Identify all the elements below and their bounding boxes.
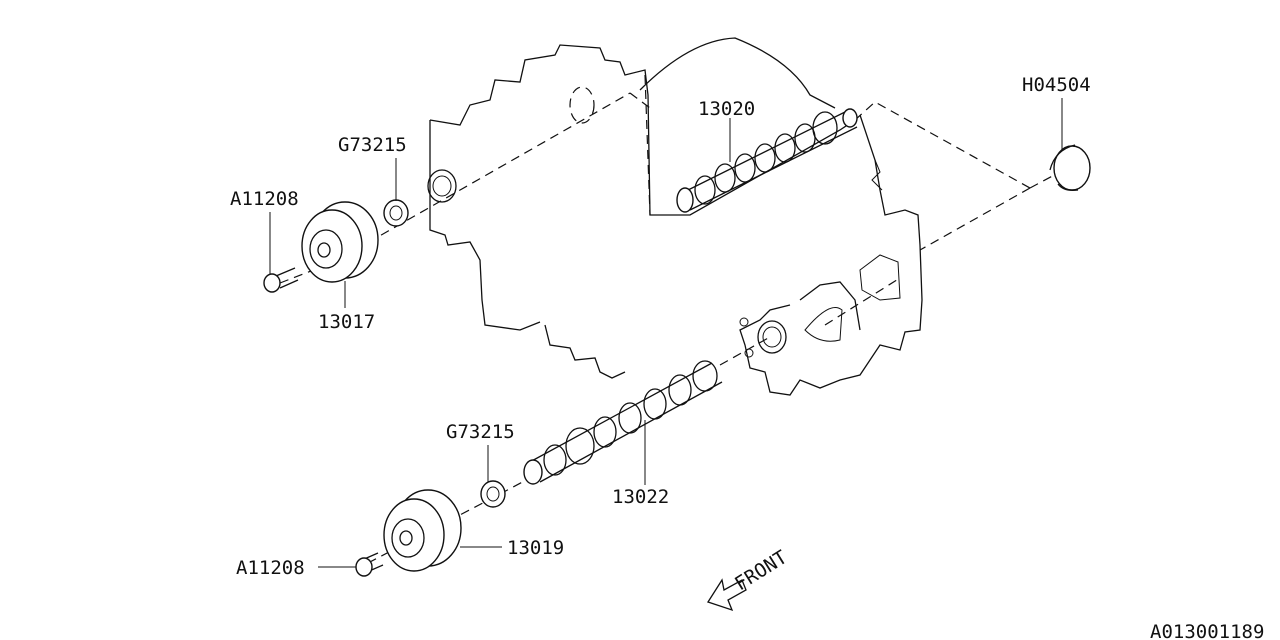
label-13017: 13017 [318,311,375,333]
cam-sprocket-13019[interactable] [383,489,462,572]
label-a11208-top: A11208 [230,188,299,210]
label-13020: 13020 [698,98,755,120]
label-g73215-bottom: G73215 [446,421,515,443]
label-13019: 13019 [507,537,564,559]
label-h04504: H04504 [1022,74,1091,96]
leader-lines [269,98,1063,568]
camshaft-13022[interactable] [523,360,723,485]
oil-seal-g73215-top[interactable] [383,199,409,227]
plug-h04504[interactable] [1049,144,1091,192]
diagram-id: A013001189 [1150,621,1264,640]
camshaft-13020[interactable] [676,108,858,213]
bolt-a11208-bottom[interactable] [355,552,384,577]
label-a11208-bottom: A11208 [236,557,305,579]
label-g73215-top: G73215 [338,134,407,156]
front-arrow-icon [707,578,747,612]
cylinder-head-outline [427,37,923,396]
oil-seal-g73215-bottom[interactable] [480,480,506,508]
cam-sprocket-13017[interactable] [301,201,379,283]
assembly-guide-lines [279,74,1061,564]
front-label: FRONT [731,546,791,595]
bolt-a11208-top[interactable] [263,267,299,293]
label-13022: 13022 [612,486,669,508]
